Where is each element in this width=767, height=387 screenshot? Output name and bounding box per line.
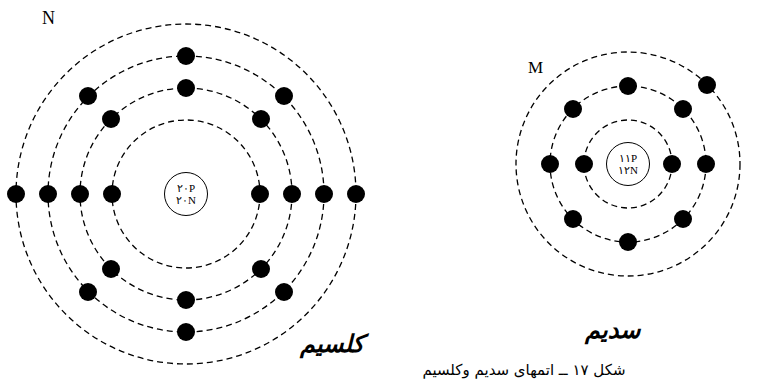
- electron-shell: [48, 56, 324, 332]
- electron: [39, 185, 57, 203]
- electron: [252, 260, 270, 278]
- electron: [541, 155, 559, 173]
- electron: [177, 79, 195, 97]
- sodium-atom: [516, 52, 740, 276]
- electron: [663, 155, 681, 173]
- electron: [71, 185, 89, 203]
- electron-shell: [112, 120, 260, 268]
- electron: [251, 185, 269, 203]
- nucleus-count: ۱۱P: [619, 152, 637, 164]
- nucleus-circle: ۲۰P۲۰N: [164, 172, 208, 216]
- nucleus-count: ۲۰N: [176, 194, 196, 206]
- shell-label: N: [42, 8, 55, 30]
- electron: [674, 100, 692, 118]
- electron: [275, 283, 293, 301]
- electron-shell: [16, 24, 356, 364]
- electron-shell: [80, 88, 292, 300]
- electron: [102, 110, 120, 128]
- electron: [102, 260, 120, 278]
- electron: [575, 155, 593, 173]
- electron: [79, 87, 97, 105]
- electron: [619, 233, 637, 251]
- electron: [7, 185, 25, 203]
- electron: [252, 110, 270, 128]
- electron: [697, 155, 715, 173]
- electron: [103, 185, 121, 203]
- nucleus-circle: ۱۱P۱۲N: [606, 142, 650, 186]
- electron: [177, 47, 195, 65]
- electron: [564, 100, 582, 118]
- electron: [283, 185, 301, 203]
- nucleus-count: ۲۰P: [177, 182, 195, 194]
- nucleus-count: ۱۲N: [618, 164, 638, 176]
- electron: [619, 77, 637, 95]
- electron: [275, 87, 293, 105]
- electron: [315, 185, 333, 203]
- element-name: سدیم: [585, 316, 640, 345]
- element-name: کلسیم: [300, 330, 364, 359]
- electron: [347, 185, 365, 203]
- electron: [177, 291, 195, 309]
- electron-shell: [516, 52, 740, 276]
- electron-shell: [550, 86, 706, 242]
- figure-caption: شکل ۱۷ ــ اتمهای سدیم وکلسیم: [422, 360, 625, 380]
- electron: [674, 210, 692, 228]
- electron: [698, 76, 716, 94]
- shell-label: M: [528, 58, 543, 78]
- electron: [79, 283, 97, 301]
- calcium-atom: [7, 24, 365, 364]
- electron: [177, 323, 195, 341]
- electron-shell: [584, 120, 672, 208]
- electron: [564, 210, 582, 228]
